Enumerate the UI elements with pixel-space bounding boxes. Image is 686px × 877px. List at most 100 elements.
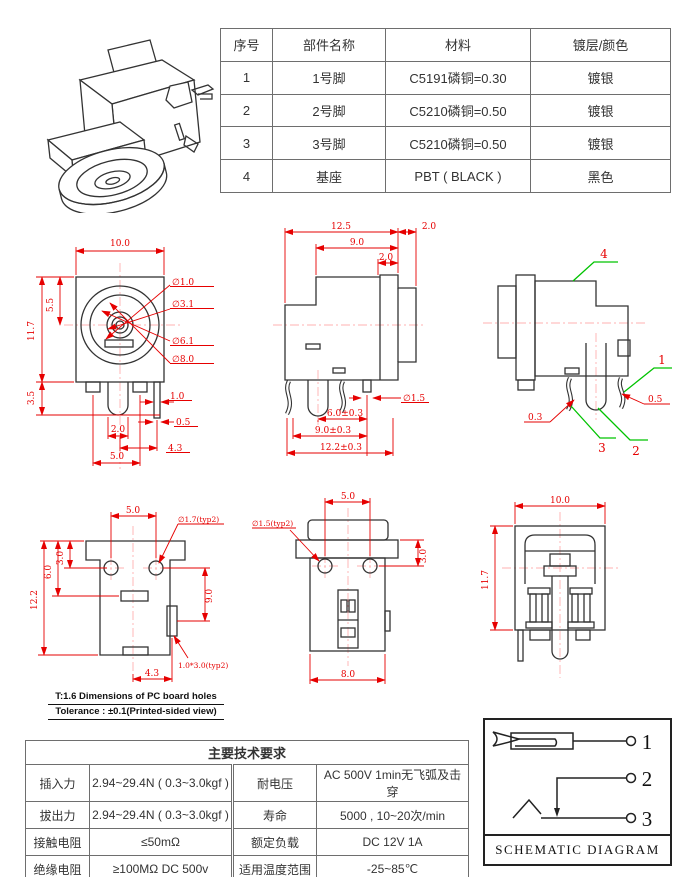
dim-label: 0.5	[176, 418, 191, 428]
dim-label: 10.0	[550, 496, 570, 506]
dim-label: 3.5	[27, 391, 37, 406]
tech-row-3: 接触电阻 ≤50mΩ 额定负载 DC 12V 1A	[25, 828, 470, 856]
cell: 镀银	[530, 126, 671, 161]
bottom-dimensions: 5.0 ∅1.5(typ2) 3.0 8.0	[252, 492, 429, 684]
dim-label: 5.5	[46, 298, 56, 313]
dim-label: 1.0*3.0(typ2)	[178, 661, 228, 670]
dim-label: 1.0	[170, 392, 185, 402]
parts-table: 序号 部件名称 材料 镀层/颜色 1 1号脚 C5191磷铜=0.30 镀银 2…	[220, 28, 671, 193]
cell: -25~85℃	[315, 855, 470, 877]
cell: 耐电压	[231, 764, 317, 802]
cell: 基座	[272, 159, 386, 193]
plug-symbol	[492, 731, 574, 750]
dim-label: ∅3.1	[172, 300, 194, 310]
dim-label: ∅8.0	[172, 355, 194, 365]
dim-label: 4.3	[168, 444, 183, 454]
cell: 镀银	[530, 60, 671, 95]
cell: 1	[220, 60, 273, 95]
pcb-caption-line1: T:1.6 Dimensions of PC board holes	[48, 690, 224, 705]
dim-label: 5.0	[126, 506, 141, 516]
parts-row-3: 3 3号脚 C5210磷铜=0.50 镀银	[220, 126, 671, 161]
cell: C5191磷铜=0.30	[385, 60, 531, 95]
cell: DC 12V 1A	[315, 828, 470, 856]
col-header-plating: 镀层/颜色	[530, 28, 671, 62]
parts-row-1: 1 1号脚 C5191磷铜=0.30 镀银	[220, 60, 671, 95]
part-number-4: 4	[600, 247, 608, 261]
parts-row-4: 4 基座 PBT ( BLACK ) 黑色	[220, 159, 671, 193]
front-dimensions: 10.0 5.5 11.7 3.5 ∅1.0 ∅3.1 ∅6.1 ∅8.0 1.	[27, 239, 214, 467]
dim-label: 11.7	[27, 321, 37, 341]
cell: 2.94~29.4N ( 0.3~3.0kgf )	[89, 801, 233, 829]
dim-label: 6.0	[44, 565, 54, 580]
dim-label: 12.2	[30, 590, 40, 610]
cell: ≥100MΩ DC 500v	[89, 855, 233, 877]
labeled-outline	[497, 274, 631, 412]
pin-number-2: 2	[642, 767, 653, 791]
pcb-dimensions: 5.0 ∅1.7(typ2) 3.0 6.0 12.2 9.0 4.3 1.0*…	[30, 506, 228, 683]
dim-label: 2.0	[379, 253, 394, 263]
dim-label: 9.0	[350, 238, 365, 248]
cell: 接触电阻	[25, 828, 90, 856]
tech-title-row: 主要技术要求	[24, 740, 470, 765]
dim-label: 0.5	[648, 395, 663, 405]
dim-label: 9.0±0.3	[315, 426, 351, 436]
pin1-branch: 1	[573, 730, 652, 754]
part-number-1: 1	[658, 353, 666, 367]
pin-number-1: 1	[642, 730, 653, 754]
pin-number-3: 3	[642, 807, 653, 831]
dim-label: 6.0±0.3	[327, 409, 363, 419]
col-header-material: 材料	[385, 28, 531, 62]
pcb-caption: T:1.6 Dimensions of PC board holes Toler…	[48, 690, 224, 720]
pcb-outline	[85, 540, 186, 656]
pcb-caption-line2: Tolerance : ±0.1(Printed-sided view)	[48, 705, 224, 720]
cell: C5210磷铜=0.50	[385, 126, 531, 161]
parts-row-2: 2 2号脚 C5210磷铜=0.50 镀银	[220, 93, 671, 128]
cell: 适用温度范围	[231, 855, 317, 877]
centerlines	[98, 526, 169, 673]
cell: 黑色	[530, 159, 671, 193]
cell: 2.94~29.4N ( 0.3~3.0kgf )	[89, 764, 233, 802]
dim-label: ∅1.5(typ2)	[252, 519, 293, 528]
centerlines	[312, 508, 383, 666]
tech-row-4: 绝缘电阻 ≥100MΩ DC 500v 适用温度范围 -25~85℃	[25, 855, 470, 877]
cell: ≤50mΩ	[89, 828, 233, 856]
tech-table-title: 主要技术要求	[24, 740, 470, 765]
side-view: 12.5 2.0 9.0 2.0 ∅1.5 6.0±0.3 9.0±0.3 12…	[273, 222, 437, 457]
part-number-2: 2	[632, 444, 640, 458]
bottom-view: 5.0 ∅1.5(typ2) 3.0 8.0	[252, 492, 429, 684]
rear-outline	[514, 525, 606, 662]
dim-label: ∅1.0	[172, 278, 194, 288]
cell: C5210磷铜=0.50	[385, 93, 531, 128]
cell: 插入力	[25, 764, 90, 802]
dim-label: 2.0	[422, 222, 437, 232]
dim-label: ∅1.7(typ2)	[178, 515, 219, 524]
centerlines	[273, 324, 425, 425]
dim-label: 12.5	[331, 222, 351, 232]
cell: AC 500V 1min无飞弧及击穿	[315, 764, 470, 802]
isometric-view	[46, 39, 215, 213]
tech-requirements-table: 主要技术要求 插入力 2.94~29.4N ( 0.3~3.0kgf ) 耐电压…	[24, 740, 470, 877]
part-number-3: 3	[598, 441, 606, 455]
dim-label: 11.7	[481, 570, 491, 590]
bottom-outline	[295, 519, 399, 652]
dim-label: 10.0	[110, 239, 130, 249]
parts-header-row: 序号 部件名称 材料 镀层/颜色	[220, 28, 671, 62]
dim-label: 8.0	[341, 670, 356, 680]
rear-view: 10.0 11.7	[481, 496, 620, 678]
cell: 寿命	[231, 801, 317, 829]
cell: 2	[220, 93, 273, 128]
col-header-part: 部件名称	[272, 28, 386, 62]
dim-label: 9.0	[205, 589, 215, 604]
cell: 额定负载	[231, 828, 317, 856]
cell: 2号脚	[272, 93, 386, 128]
dim-label: 3.0	[419, 549, 429, 564]
dim-label: 3.0	[56, 551, 66, 566]
dim-label: 4.3	[145, 669, 160, 679]
iso-barrel	[58, 146, 168, 213]
side-dimensions: 12.5 2.0 9.0 2.0 ∅1.5 6.0±0.3 9.0±0.3 12…	[284, 222, 437, 457]
tech-row-2: 拔出力 2.94~29.4N ( 0.3~3.0kgf ) 寿命 5000 , …	[25, 801, 470, 829]
pin3-branch: 3	[512, 798, 653, 831]
cell: 5000 , 10~20次/min	[315, 801, 470, 829]
schematic-box: 1 2 3 SCHEMATIC DIAGRAM	[483, 718, 672, 866]
centerlines	[502, 512, 620, 678]
